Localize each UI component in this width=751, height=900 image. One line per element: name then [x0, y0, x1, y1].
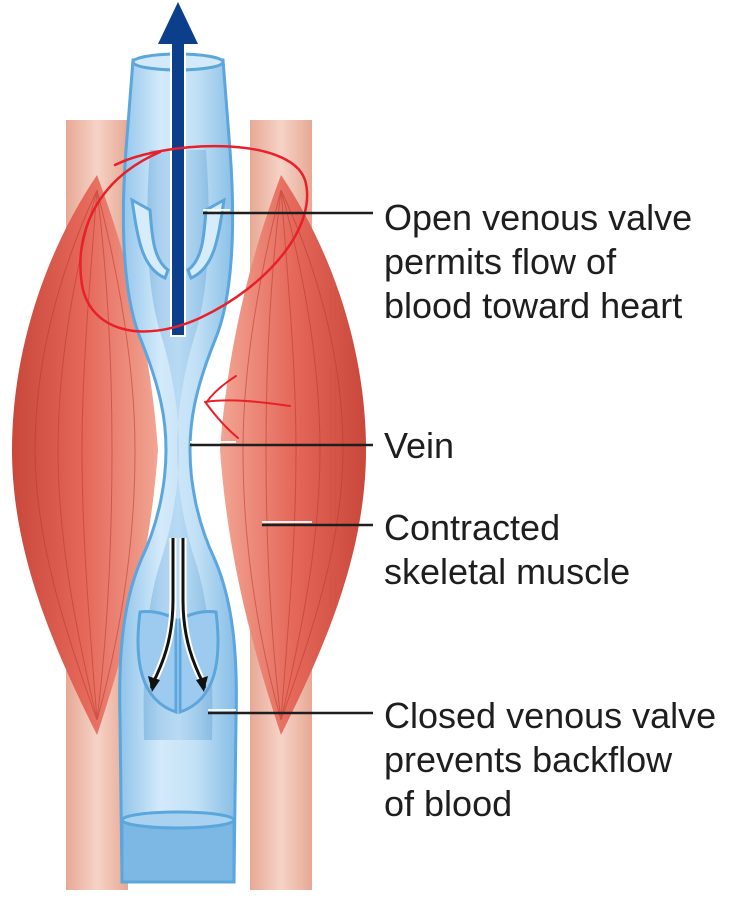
closed-valve-label: Closed venous valve prevents backflow of…	[384, 694, 716, 826]
muscle-label: Contracted skeletal muscle	[384, 506, 630, 594]
vein-label: Vein	[384, 424, 454, 468]
open-valve-label: Open venous valve permits flow of blood …	[384, 196, 692, 328]
right-skeletal-muscle	[220, 175, 366, 735]
